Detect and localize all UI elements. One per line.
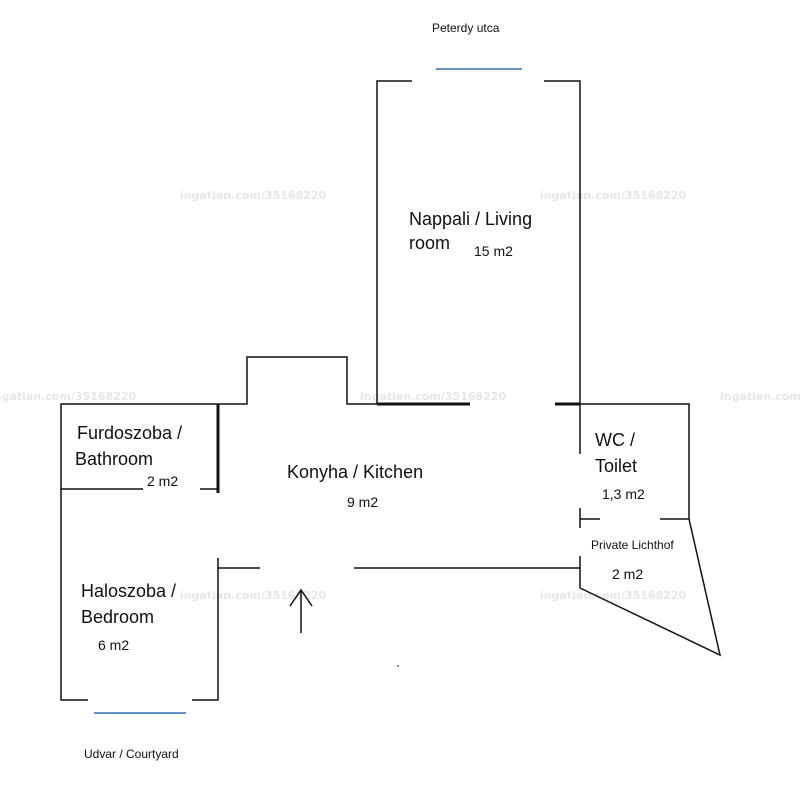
- living-room-name: Nappali / Living: [409, 209, 532, 229]
- bedroom-wall-right: [192, 558, 219, 701]
- bedroom-area: 6 m2: [98, 637, 129, 653]
- bedroom-name: Haloszoba /: [81, 581, 176, 601]
- street-label: Peterdy utca: [432, 21, 500, 35]
- watermark: ingatlan.com/35168220: [360, 390, 506, 403]
- living-room-wall-left: [376, 80, 412, 404]
- living-room-wall-right: [544, 80, 581, 404]
- living-room-name-line2: room: [409, 233, 450, 253]
- watermark: ingatlan.com/35168220: [720, 390, 800, 403]
- alcove-wall: [220, 356, 377, 405]
- watermark: ingatlan.com/35168220: [180, 589, 326, 602]
- bedroom-name-line2: Bedroom: [81, 607, 154, 627]
- entrance-arrow-head: [289, 588, 313, 607]
- wc-area: 1,3 m2: [602, 486, 645, 502]
- watermark: ingatlan.com/35168220: [540, 189, 686, 202]
- walls: [60, 80, 722, 701]
- bathroom-area: 2 m2: [147, 473, 178, 489]
- watermarks: ingatlan.com/35168220 ingatlan.com/35168…: [0, 189, 800, 602]
- wc-name-line2: Toilet: [595, 456, 637, 476]
- kitchen-name: Konyha / Kitchen: [287, 462, 423, 482]
- bathroom-name-line2: Bathroom: [75, 449, 153, 469]
- lichthof-wall: [579, 518, 722, 657]
- lichthof-name: Private Lichthof: [591, 538, 674, 552]
- stray-dot: [397, 665, 399, 667]
- wc-wall: [580, 403, 690, 520]
- bedroom-wall-left: [60, 489, 88, 701]
- watermark: ingatlan.com/35168220: [0, 390, 136, 403]
- kitchen-area: 9 m2: [347, 494, 378, 510]
- bathroom-name: Furdoszoba /: [77, 423, 182, 443]
- wc-name: WC /: [595, 430, 635, 450]
- watermark: ingatlan.com/35168220: [180, 189, 326, 202]
- courtyard-label: Udvar / Courtyard: [84, 747, 179, 761]
- watermark: ingatlan.com/35168220: [540, 589, 686, 602]
- lichthof-area: 2 m2: [612, 566, 643, 582]
- living-room-area: 15 m2: [474, 243, 513, 259]
- bathroom-wall: [60, 403, 220, 490]
